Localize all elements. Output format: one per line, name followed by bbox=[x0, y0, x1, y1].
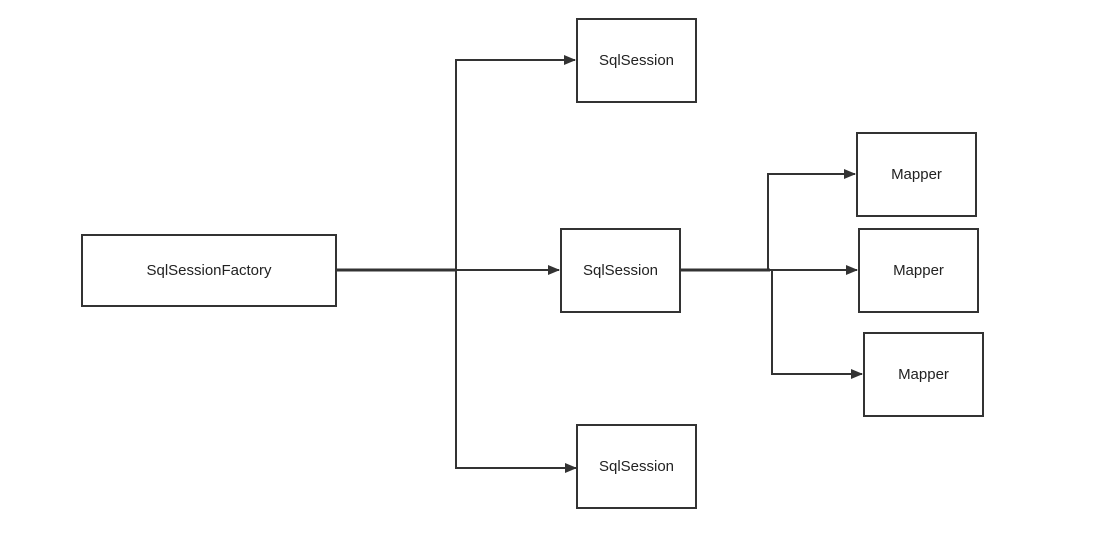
mapper-node-1: Mapper bbox=[856, 132, 977, 217]
mapper-node-2: Mapper bbox=[858, 228, 979, 313]
connector-session-to-mapper-3 bbox=[771, 270, 863, 379]
sqlsession-node-middle: SqlSession bbox=[560, 228, 681, 313]
mapper-node-3: Mapper bbox=[863, 332, 984, 417]
connector-factory-to-session-bottom bbox=[455, 270, 577, 473]
connector-factory-to-session-top bbox=[455, 55, 576, 270]
sqlsession-node-bottom: SqlSession bbox=[576, 424, 697, 509]
connector-session-to-mapper-1 bbox=[767, 169, 856, 270]
sqlsessionfactory-node: SqlSessionFactory bbox=[81, 234, 337, 307]
sqlsession-node-top: SqlSession bbox=[576, 18, 697, 103]
